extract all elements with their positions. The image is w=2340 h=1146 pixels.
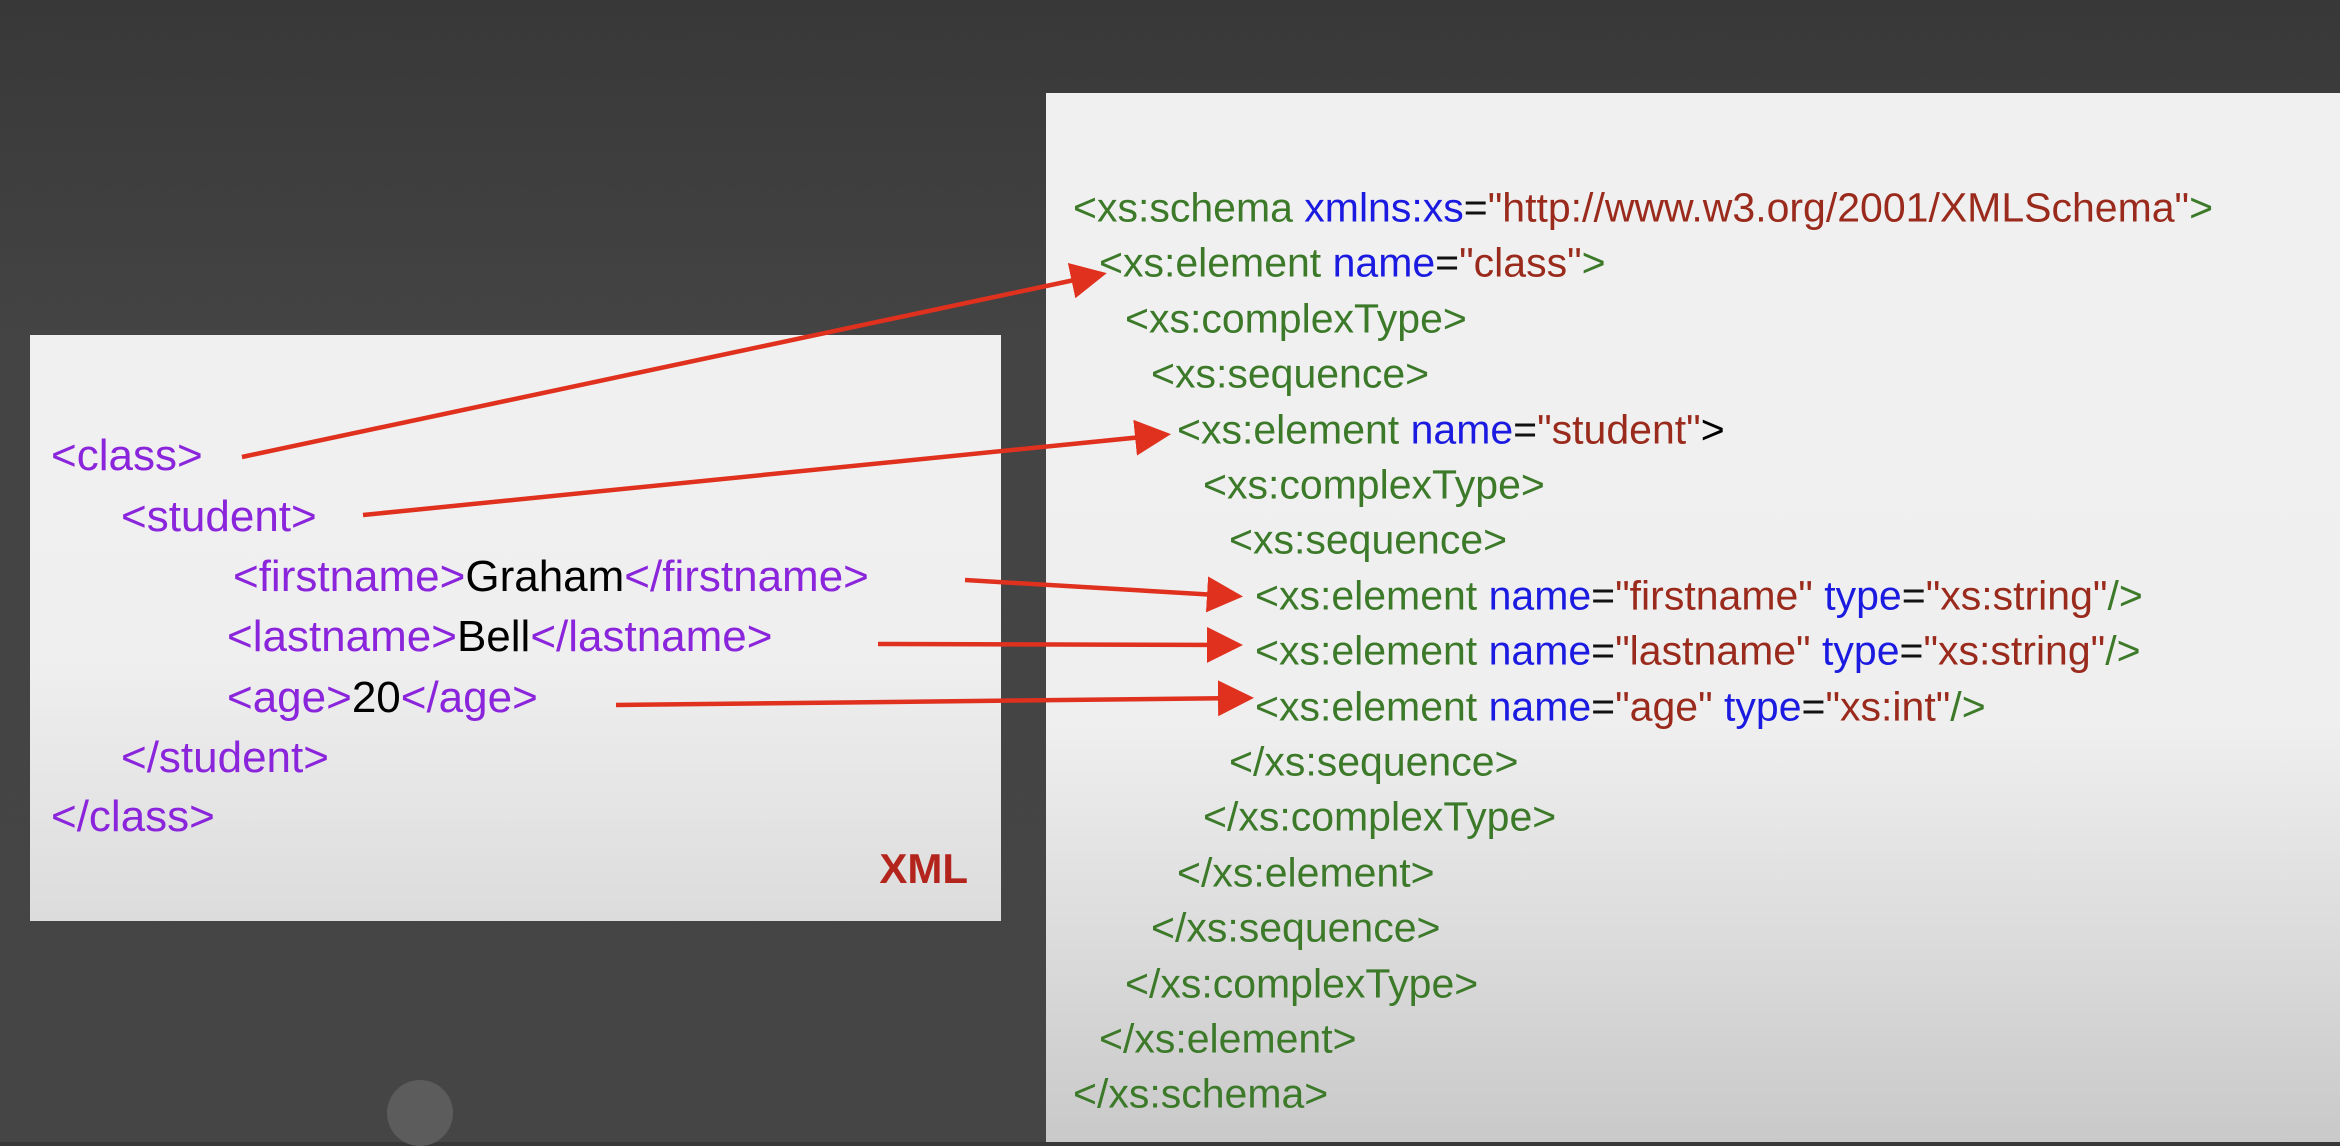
xsd-token-eq: = xyxy=(1435,239,1460,286)
xsd-token-el: </xs:sequence> xyxy=(1229,738,1519,785)
xsd-line: <xs:element name="lastname" type="xs:str… xyxy=(1255,627,2141,674)
xsd-token-val: "firstname" xyxy=(1615,572,1813,619)
xsd-token-el: </xs:element> xyxy=(1177,849,1435,896)
xsd-token-eq: = xyxy=(1513,406,1538,453)
xml-token-tag: <age> xyxy=(227,673,352,722)
xsd-token-val: "xs:int" xyxy=(1825,683,1951,730)
xsd-token-punct: /> xyxy=(2105,627,2141,674)
xml-schema-panel: <xs:schema xmlns:xs="http://www.w3.org/2… xyxy=(1046,93,2340,1142)
xml-line: <age>20</age> xyxy=(227,676,538,720)
xsd-token-eq: = xyxy=(1899,627,1924,674)
xsd-token-attr: type xyxy=(1724,683,1802,730)
xsd-token-el: <xs:element xyxy=(1255,627,1489,674)
xsd-line: </xs:element> xyxy=(1177,852,1435,893)
xsd-token-el: </xs:sequence> xyxy=(1151,904,1441,951)
xsd-token-el: </xs:schema> xyxy=(1073,1070,1329,1117)
xml-token-text: Graham xyxy=(465,552,625,601)
xml-token-tag: </class> xyxy=(51,792,215,841)
xsd-token-eq: = xyxy=(1901,572,1926,619)
xsd-token-eq: = xyxy=(1591,627,1616,674)
xsd-token-eq xyxy=(1713,683,1724,729)
xsd-token-attr: name xyxy=(1488,627,1592,674)
xsd-line: <xs:element name="student"> xyxy=(1177,409,1725,450)
xsd-line: <xs:element name="firstname" type="xs:st… xyxy=(1255,575,2143,616)
xml-token-tag: </lastname> xyxy=(530,612,773,661)
pointer-cursor-icon xyxy=(387,1080,453,1146)
xsd-token-el: <xs:sequence> xyxy=(1151,350,1430,397)
xsd-token-eq: = xyxy=(1591,683,1616,730)
xsd-token-val: "age" xyxy=(1615,683,1713,730)
xsd-token-attr: xmlns:xs xyxy=(1304,184,1464,231)
xsd-token-el: <xs:complexType> xyxy=(1203,461,1545,508)
xsd-token-val: "http://www.w3.org/2001/XMLSchema" xyxy=(1487,184,2190,231)
xml-token-text: 20 xyxy=(351,673,401,722)
xml-token-tag: </age> xyxy=(400,673,538,722)
xsd-line: </xs:complexType> xyxy=(1203,793,1557,840)
xsd-token-punct: /> xyxy=(2107,572,2143,619)
xsd-token-attr: name xyxy=(1488,572,1592,619)
xsd-token-val: "xs:string" xyxy=(1925,572,2108,619)
xsd-token-attr: name xyxy=(1488,683,1592,730)
xsd-token-attr: name xyxy=(1410,406,1514,453)
xsd-token-attr: type xyxy=(1822,627,1900,674)
xsd-token-el: <xs:element xyxy=(1099,239,1333,286)
xsd-token-eq xyxy=(1811,628,1822,674)
xml-token-tag: <student> xyxy=(121,492,317,541)
xsd-token-eq xyxy=(1813,572,1824,618)
xsd-token-val: "xs:string" xyxy=(1923,627,2106,674)
xml-token-tag: </firstname> xyxy=(624,552,869,601)
xsd-token-black: > xyxy=(1700,406,1725,453)
xml-token-text: Bell xyxy=(456,612,531,661)
xsd-token-el: <xs:sequence> xyxy=(1229,516,1508,563)
xsd-line: <xs:element name="class"> xyxy=(1099,239,1606,286)
xsd-token-eq: = xyxy=(1463,184,1488,231)
xsd-line: </xs:element> xyxy=(1099,1015,1357,1062)
xml-label: XML xyxy=(879,845,968,892)
xsd-line: <xs:sequence> xyxy=(1229,516,1508,563)
xml-line: <firstname>Graham</firstname> xyxy=(233,555,869,599)
xsd-line: </xs:sequence> xyxy=(1151,904,1441,951)
xsd-line: <xs:schema xmlns:xs="http://www.w3.org/2… xyxy=(1073,184,2214,231)
xsd-token-eq: = xyxy=(1801,683,1826,730)
xml-token-tag: </student> xyxy=(121,733,329,782)
xsd-line: <xs:complexType> xyxy=(1203,461,1545,508)
xsd-line: <xs:complexType> xyxy=(1125,298,1467,339)
xsd-token-punct: > xyxy=(1581,239,1606,286)
xsd-token-el: <xs:element xyxy=(1255,572,1489,619)
xsd-token-val: "lastname" xyxy=(1615,627,1811,674)
xsd-token-val: "student" xyxy=(1537,406,1701,453)
xsd-token-el: </xs:complexType> xyxy=(1203,793,1557,840)
xsd-line: </xs:complexType> xyxy=(1125,963,1478,1004)
xsd-token-el: </xs:element> xyxy=(1099,1015,1357,1062)
xsd-token-punct: > xyxy=(2189,184,2214,231)
xml-line: <lastname>Bell</lastname> xyxy=(227,615,772,659)
xml-token-tag: <class> xyxy=(51,431,203,480)
xsd-token-val: "class" xyxy=(1459,239,1582,286)
xsd-line: <xs:element name="age" type="xs:int"/> xyxy=(1255,686,1986,727)
xsd-token-el: <xs:element xyxy=(1255,683,1489,730)
xml-line: </class> xyxy=(51,795,215,839)
xml-document-panel: <class> <student> <firstname>Graham</first… xyxy=(30,335,1001,921)
xml-token-tag: <firstname> xyxy=(233,552,466,601)
xsd-token-punct: /> xyxy=(1950,683,1986,730)
xsd-token-el: <xs:element xyxy=(1177,406,1411,453)
xml-line: <class> xyxy=(51,434,203,478)
xsd-token-el: <xs:schema xyxy=(1073,184,1305,231)
xml-token-tag: <lastname> xyxy=(227,612,457,661)
xsd-token-el: <xs:complexType> xyxy=(1125,295,1467,342)
xsd-line: <xs:sequence> xyxy=(1151,350,1430,397)
xsd-line: </xs:schema> xyxy=(1073,1070,1329,1117)
xsd-token-attr: type xyxy=(1824,572,1902,619)
xsd-token-eq: = xyxy=(1591,572,1616,619)
xml-line: </student> xyxy=(121,736,329,780)
xsd-line: </xs:sequence> xyxy=(1229,738,1519,785)
xsd-token-attr: name xyxy=(1332,239,1436,286)
xml-line: <student> xyxy=(121,495,317,539)
xsd-token-el: </xs:complexType> xyxy=(1125,960,1479,1007)
